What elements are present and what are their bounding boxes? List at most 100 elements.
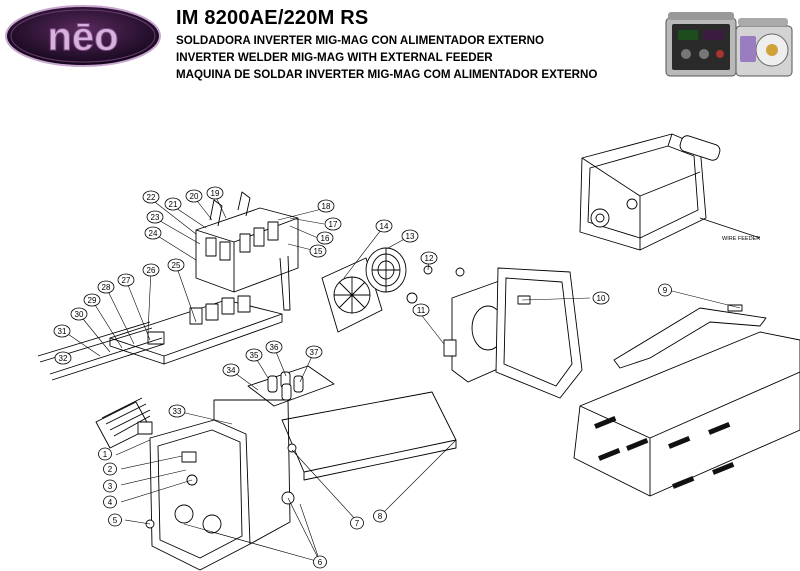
callout-circle: [117, 273, 135, 287]
callout-5: 5: [108, 513, 122, 527]
callout-number: 27: [122, 276, 131, 285]
callout-circle: [103, 495, 117, 509]
callout-6: 6: [313, 555, 327, 569]
callout-circle: [324, 217, 342, 231]
callout-number: 12: [425, 254, 434, 263]
callout-circle: [592, 291, 610, 305]
callout-circle: [103, 462, 117, 476]
callout-circle: [658, 283, 672, 297]
subtitle-portuguese: MAQUINA DE SOLDAR INVERTER MIG-MAG COM A…: [176, 68, 598, 81]
callout-circle: [420, 251, 438, 265]
callout-12: 12: [420, 251, 438, 265]
front-panel: [145, 399, 297, 571]
callout-36: 36: [265, 340, 283, 354]
title-block: IM 8200AE/220M RS SOLDADORA INVERTER MIG…: [176, 6, 597, 83]
callout-17: 17: [324, 217, 342, 231]
base-plate: [281, 391, 457, 481]
callout-4: 4: [103, 495, 117, 509]
callout-number: 35: [250, 351, 259, 360]
product-photo: [665, 12, 793, 77]
callout-35: 35: [245, 348, 263, 362]
callout-circle: [142, 263, 160, 277]
callout-22: 22: [142, 190, 160, 204]
callout-number: 22: [147, 193, 156, 202]
callout-11: 11: [412, 303, 430, 317]
callout-number: 31: [58, 327, 67, 336]
callout-19: 19: [206, 186, 224, 200]
callout-circle: [54, 351, 72, 365]
callout-circle: [350, 516, 364, 530]
callout-1: 1: [98, 447, 112, 461]
callout-33: 33: [168, 404, 186, 418]
callout-3: 3: [103, 479, 117, 493]
callout-14: 14: [375, 219, 393, 233]
callout-circle: [245, 348, 263, 362]
handle: [613, 304, 767, 369]
callout-number: 23: [151, 213, 160, 222]
callout-circle: [185, 189, 203, 203]
callout-number: 3: [108, 482, 113, 491]
rear-cover: [495, 267, 583, 399]
callout-circle: [70, 307, 88, 321]
callout-number: 37: [310, 348, 319, 357]
callout-number: 5: [113, 516, 118, 525]
neo-logo: nēo: [5, 5, 161, 67]
exploded-view-diagram: WIRE FEEDER: [37, 133, 800, 571]
callout-circle: [375, 219, 393, 233]
callout-circle: [265, 340, 283, 354]
callout-circle: [164, 197, 182, 211]
callout-number: 8: [378, 512, 383, 521]
callout-13: 13: [401, 229, 419, 243]
callout-circle: [103, 479, 117, 493]
callout-32: 32: [54, 351, 72, 365]
callout-16: 16: [316, 231, 334, 245]
callout-circle: [98, 447, 112, 461]
wire-feeder-drawing: WIRE FEEDER: [579, 133, 760, 251]
callout-number: 15: [314, 247, 323, 256]
callout-18: 18: [317, 199, 335, 213]
callout-21: 21: [164, 197, 182, 211]
callout-circle: [305, 345, 323, 359]
callout-28: 28: [97, 280, 115, 294]
callout-number: 13: [406, 232, 415, 241]
callout-number: 25: [172, 261, 181, 270]
callout-circle: [146, 210, 164, 224]
callout-number: 2: [108, 465, 113, 474]
callout-layer: 1234567891011121314151617181920212223242…: [53, 186, 672, 569]
callout-circle: [317, 199, 335, 213]
callout-circle: [401, 229, 419, 243]
callout-circle: [53, 324, 71, 338]
callout-number: 20: [190, 192, 199, 201]
callout-number: 9: [663, 286, 668, 295]
callout-number: 1: [103, 450, 108, 459]
callout-circle: [309, 244, 327, 258]
callout-15: 15: [309, 244, 327, 258]
callout-number: 16: [321, 234, 330, 243]
callout-number: 24: [149, 229, 158, 238]
logo-text: nēo: [47, 15, 118, 59]
callout-circle: [412, 303, 430, 317]
callout-34: 34: [222, 363, 240, 377]
callout-number: 29: [88, 296, 97, 305]
callout-25: 25: [167, 258, 185, 272]
header: nēo IM 8200AE/220M RS SOLDADORA INVERTER…: [0, 0, 800, 100]
callout-9: 9: [658, 283, 672, 297]
callout-number: 30: [75, 310, 84, 319]
callout-20: 20: [185, 189, 203, 203]
callout-23: 23: [146, 210, 164, 224]
callout-24: 24: [144, 226, 162, 240]
callout-number: 10: [597, 294, 606, 303]
callout-circle: [144, 226, 162, 240]
callout-27: 27: [117, 273, 135, 287]
callout-number: 14: [380, 222, 389, 231]
fan-assembly: [321, 247, 407, 333]
callout-number: 33: [173, 407, 182, 416]
callout-number: 19: [211, 189, 220, 198]
callout-circle: [168, 404, 186, 418]
callout-31: 31: [53, 324, 71, 338]
callout-8: 8: [373, 509, 387, 523]
callout-number: 36: [270, 343, 279, 352]
callout-2: 2: [103, 462, 117, 476]
callout-circle: [313, 555, 327, 569]
callout-10: 10: [592, 291, 610, 305]
